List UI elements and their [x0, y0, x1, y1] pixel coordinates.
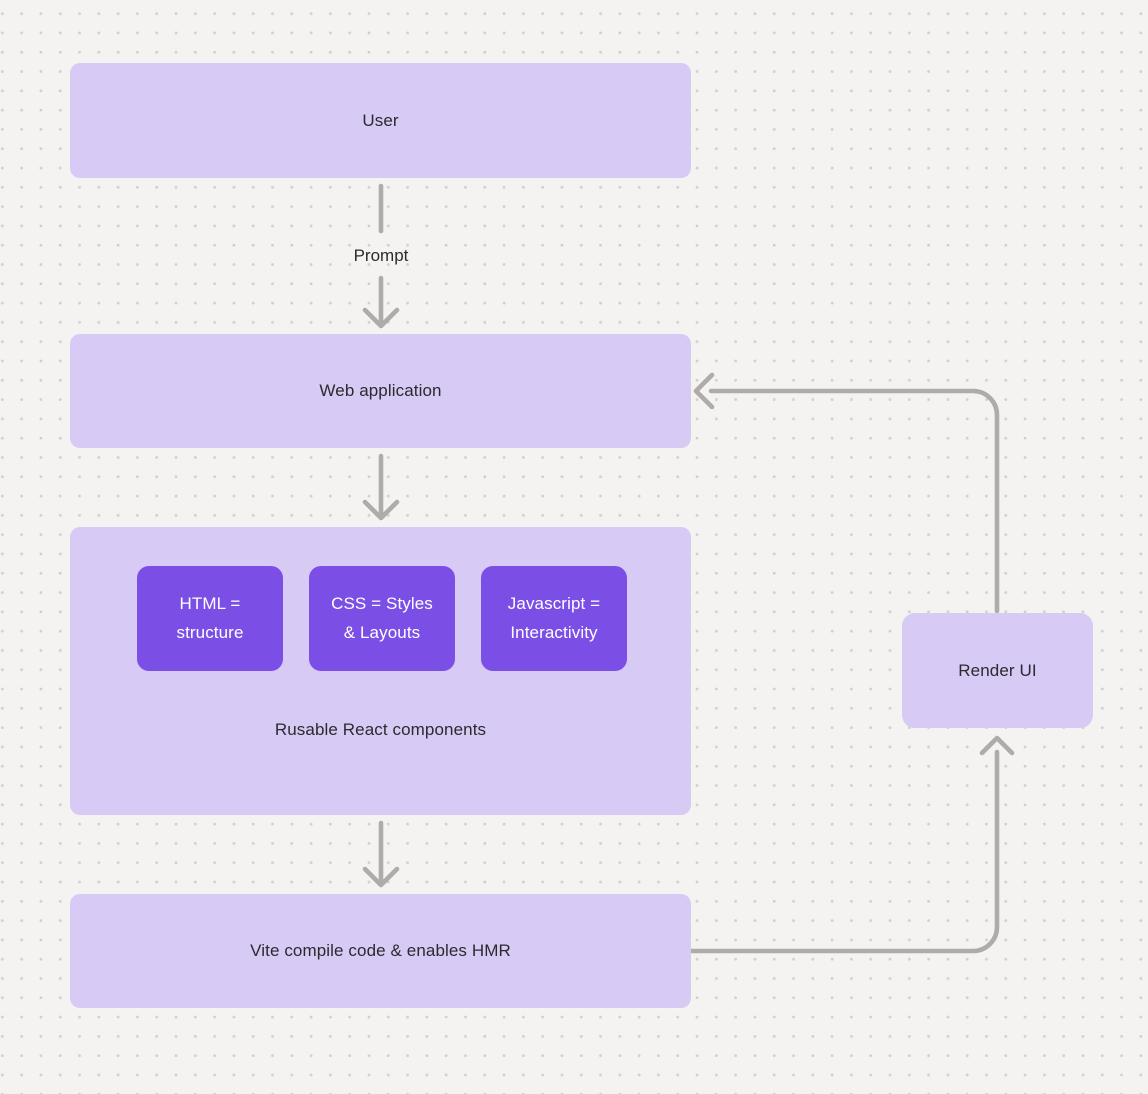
- node-vite[interactable]: Vite compile code & enables HMR: [70, 894, 691, 1008]
- arrowhead-down-icon: [362, 866, 400, 888]
- arrowhead-left-icon: [693, 372, 715, 410]
- node-render-ui-label: Render UI: [958, 660, 1037, 680]
- subnode-html-label: HTML = structure: [176, 594, 244, 642]
- arrowhead-down-icon: [362, 307, 400, 329]
- edge-components-to-vite[interactable]: [362, 820, 400, 888]
- edge-label-prompt: Prompt: [353, 246, 409, 265]
- node-user-label: User: [362, 110, 399, 130]
- node-web-application-label: Web application: [319, 381, 442, 400]
- subnode-html[interactable]: HTML = structure: [137, 566, 283, 671]
- node-vite-label: Vite compile code & enables HMR: [250, 941, 511, 960]
- subnode-css-label: CSS = Styles & Layouts: [331, 594, 433, 642]
- edge-user-to-webapp[interactable]: [362, 183, 400, 329]
- node-components-group[interactable]: HTML = structure CSS = Styles & Layouts …: [70, 527, 691, 815]
- node-render-ui[interactable]: Render UI: [902, 613, 1093, 728]
- arrowhead-up-icon: [979, 735, 1015, 756]
- edge-vite-to-renderui[interactable]: [688, 735, 1015, 954]
- node-web-application[interactable]: Web application: [70, 334, 691, 448]
- subnode-javascript-label: Javascript = Interactivity: [507, 594, 601, 642]
- node-components-group-label: Rusable React components: [274, 720, 487, 739]
- arrowhead-down-icon: [362, 499, 400, 521]
- subnode-css[interactable]: CSS = Styles & Layouts: [309, 566, 455, 671]
- subnode-javascript[interactable]: Javascript = Interactivity: [481, 566, 627, 671]
- edge-renderui-to-webapp[interactable]: [693, 372, 1000, 614]
- edge-webapp-to-components[interactable]: [362, 453, 400, 521]
- node-user[interactable]: User: [70, 63, 691, 178]
